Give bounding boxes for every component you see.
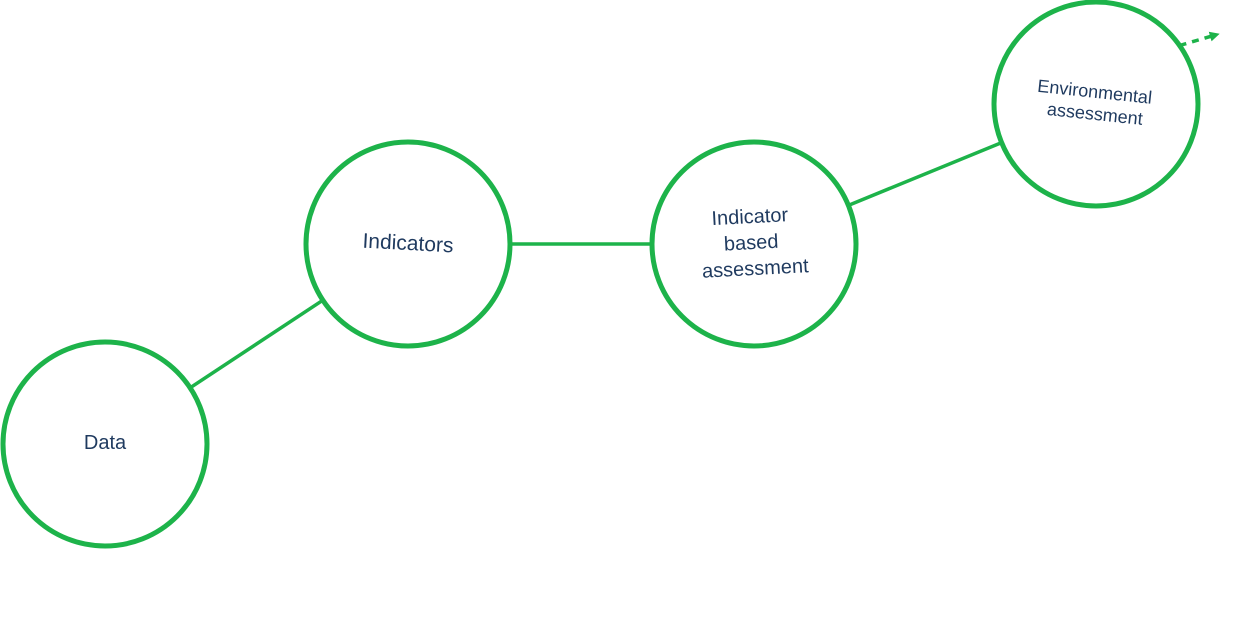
node-environmental-assessment-circle bbox=[991, 0, 1201, 209]
node-indicators-label-line: Indicators bbox=[362, 229, 454, 257]
node-environmental-assessment: Environmental assessment bbox=[991, 0, 1201, 209]
node-indicator-based-assessment-circle bbox=[649, 139, 859, 349]
node-data: Data bbox=[0, 339, 210, 549]
edge-indicator-based-assessment-to-environmental-assessment bbox=[846, 140, 1004, 208]
node-data-circle bbox=[0, 339, 210, 549]
node-data-label-line: Data bbox=[84, 432, 127, 454]
node-indicators-circle bbox=[303, 139, 513, 349]
node-indicators: Indicators bbox=[303, 139, 513, 349]
node-data-label: Data bbox=[84, 432, 127, 454]
connectors bbox=[188, 31, 1220, 390]
node-indicator-based-assessment: Indicator based assessment bbox=[649, 139, 859, 349]
node-indicator-based-assessment-label-line-2: based bbox=[723, 231, 779, 256]
outgoing-dashed-arrow bbox=[1179, 31, 1220, 48]
node-indicator-based-assessment-label-line-1: Indicator bbox=[711, 204, 789, 230]
edge-data-to-indicators bbox=[188, 298, 325, 390]
node-indicators-label: Indicators bbox=[362, 229, 454, 257]
